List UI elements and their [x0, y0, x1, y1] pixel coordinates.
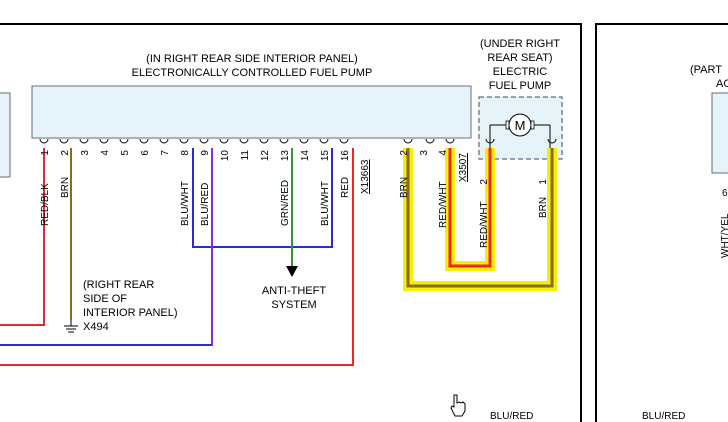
pump-title-line4: FUEL PUMP: [489, 80, 552, 92]
pin-number: 11: [240, 150, 251, 161]
pin-number: 5: [120, 150, 131, 156]
pin-number: 2: [399, 150, 410, 156]
hand-cursor-icon: [450, 394, 466, 417]
arrow-down-icon: [286, 266, 298, 277]
wire-blu-wht: [192, 148, 333, 248]
wire-red: [0, 148, 354, 366]
wire-label: BLU/WHT: [180, 181, 191, 226]
ground-id: X494: [83, 321, 109, 333]
pump-title-line1: (UNDER RIGHT: [480, 38, 560, 50]
pin-terminal: [79, 138, 89, 144]
offscreen-module-left: [0, 92, 11, 178]
pump-title-line3: ELECTRIC: [493, 66, 547, 78]
pin-terminal: [279, 138, 289, 144]
pin-number: 3: [80, 150, 91, 156]
pin-terminal: [99, 138, 109, 144]
pin-number: 4: [438, 150, 449, 156]
pin-number-labels-right: 2 3 4: [399, 150, 449, 156]
page-frame-right: [595, 23, 728, 422]
wire-red-wht-pump: [448, 148, 492, 268]
pin-number: 10: [220, 150, 231, 162]
wire-label: BRN: [60, 177, 71, 198]
pin-number: 16: [340, 150, 351, 162]
pin-number: 1: [40, 150, 51, 156]
connector-pins-main: [39, 138, 557, 144]
right-page-partial-line1: (PART: [690, 64, 722, 76]
connector-id-right: X3507: [458, 153, 469, 182]
anti-theft-line2: SYSTEM: [271, 299, 316, 311]
wire-label: RED/WHT: [438, 181, 449, 228]
page-frame-left: [0, 23, 582, 422]
fuel-pump-control-module: [31, 85, 472, 139]
pin-terminal: [119, 138, 129, 144]
wire-label: BRN: [538, 197, 549, 218]
pin-terminal: [299, 138, 309, 144]
pin-number: 14: [300, 150, 311, 162]
module-title-line1: (IN RIGHT REAR SIDE INTERIOR PANEL): [146, 53, 358, 65]
ground-label-line2: SIDE OF: [83, 293, 127, 305]
offscreen-module-right: [711, 92, 728, 174]
wire-labels-main: RED/BLK BRN BLU/WHT BLU/RED GRN/RED BLU/…: [40, 177, 351, 226]
pin-terminal: [425, 138, 435, 144]
pin-number-labels-main: 1 2 3 4 5 6 7 8 9 10 11 12 13 14 15 16: [40, 150, 351, 162]
right-page-partial-pin: 6: [722, 188, 728, 199]
pin-number: 9: [200, 150, 211, 156]
pin-number: 6: [140, 150, 151, 156]
pin-terminal: [339, 138, 349, 144]
motor-symbol: M: [515, 118, 526, 133]
pin-terminal: [179, 138, 189, 144]
pin-terminal: [59, 138, 69, 144]
pin-terminal: [239, 138, 249, 144]
wire-label: RED: [340, 177, 351, 198]
pin-terminal: [199, 138, 209, 144]
module-title-line2: ELECTRONICALLY CONTROLLED FUEL PUMP: [132, 67, 373, 79]
wire-label: RED/WHT: [479, 201, 490, 248]
pin-terminal: [445, 138, 455, 144]
ground-icon: [64, 320, 78, 333]
pin-terminal: [485, 138, 495, 144]
anti-theft-line1: ANTI-THEFT: [262, 285, 326, 297]
pin-number: 1: [538, 179, 549, 185]
pin-number: 12: [260, 150, 271, 162]
bottom-label-center: BLU/RED: [490, 411, 533, 422]
wire-label: GRN/RED: [280, 180, 291, 226]
pin-terminal: [259, 138, 269, 144]
wire-red-blk: [0, 148, 45, 326]
wire-label: RED/BLK: [40, 183, 51, 226]
pin-number: 15: [320, 150, 331, 162]
pin-terminal: [159, 138, 169, 144]
pin-number: 13: [280, 150, 291, 162]
wire-label: BLU/RED: [200, 183, 211, 226]
pin-number: 2: [479, 179, 490, 185]
ground-label-line1: (RIGHT REAR: [83, 279, 154, 291]
pin-terminal: [319, 138, 329, 144]
connector-id-main: X13663: [360, 159, 371, 194]
wire-brn-ground: [406, 148, 554, 288]
pin-number: 4: [100, 150, 111, 156]
pin-number: 2: [60, 150, 71, 156]
pin-terminal: [219, 138, 229, 144]
wire-label: BLU/WHT: [320, 181, 331, 226]
pin-number: 3: [419, 150, 430, 156]
right-page-partial-line2: AC: [716, 78, 728, 90]
wire-label: BRN: [399, 177, 410, 198]
pin-number: 8: [180, 150, 191, 156]
pin-terminal: [403, 138, 413, 144]
pin-number: 7: [160, 150, 171, 156]
pump-title-line2: REAR SEAT): [487, 52, 552, 64]
bottom-label-right: BLU/RED: [642, 411, 685, 422]
pin-terminal: [39, 138, 49, 144]
ground-label-line3: INTERIOR PANEL): [83, 307, 178, 319]
motor-icon: [489, 113, 551, 153]
pin-terminal: [547, 138, 557, 144]
pin-terminal: [139, 138, 149, 144]
right-page-partial-wire: WHT/YEL: [720, 213, 728, 258]
